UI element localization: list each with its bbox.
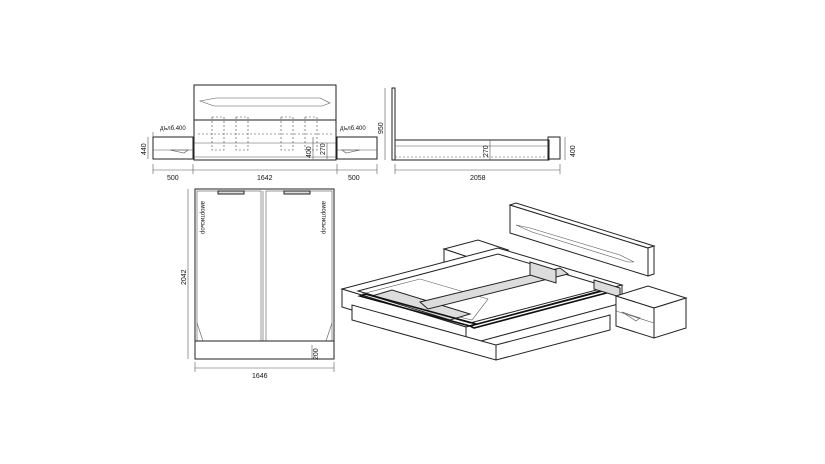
dim-width-left: 500 [167,175,179,182]
nightstand-right-front [336,136,378,160]
depth-label-left: дълб.400 [160,126,186,132]
dim-length-top: 2042 [181,269,188,285]
center-rail-iso [418,267,570,310]
dim-270-front: 270 [320,143,327,155]
bed-frame-front [193,119,337,161]
dim-headboard-height: 950 [378,122,385,134]
nightstand-side [547,136,561,160]
front-view: дълб.400 дълб.400 440 500 1642 500 400 2… [141,84,378,182]
shock-absorber-label-right: амортисьор [320,201,326,235]
dim-width-bed: 1642 [257,175,273,182]
headboard-groove [198,97,331,107]
headboard-front [193,84,337,121]
isometric-view [340,202,688,361]
shock-absorber-label-left: амортисьор [199,201,205,235]
side-view: 950 270 400 2058 [378,87,577,182]
dim-400-front: 400 [306,146,313,158]
dim-200-top: 200 [313,348,320,360]
dim-frame-height: 270 [483,145,490,157]
dim-nightstand-height: 440 [141,143,148,155]
dim-width-top: 1646 [252,373,268,380]
dim-length-side: 2058 [470,175,486,182]
nightstand-left-front [152,136,194,160]
bed-frame-side [394,139,550,161]
dim-end-height: 400 [570,145,577,157]
bed-top-outline [194,188,335,360]
depth-label-right: дълб.400 [340,126,366,132]
top-view: амортисьор амортисьор 2042 1646 200 [181,188,335,380]
dim-width-right: 500 [348,175,360,182]
